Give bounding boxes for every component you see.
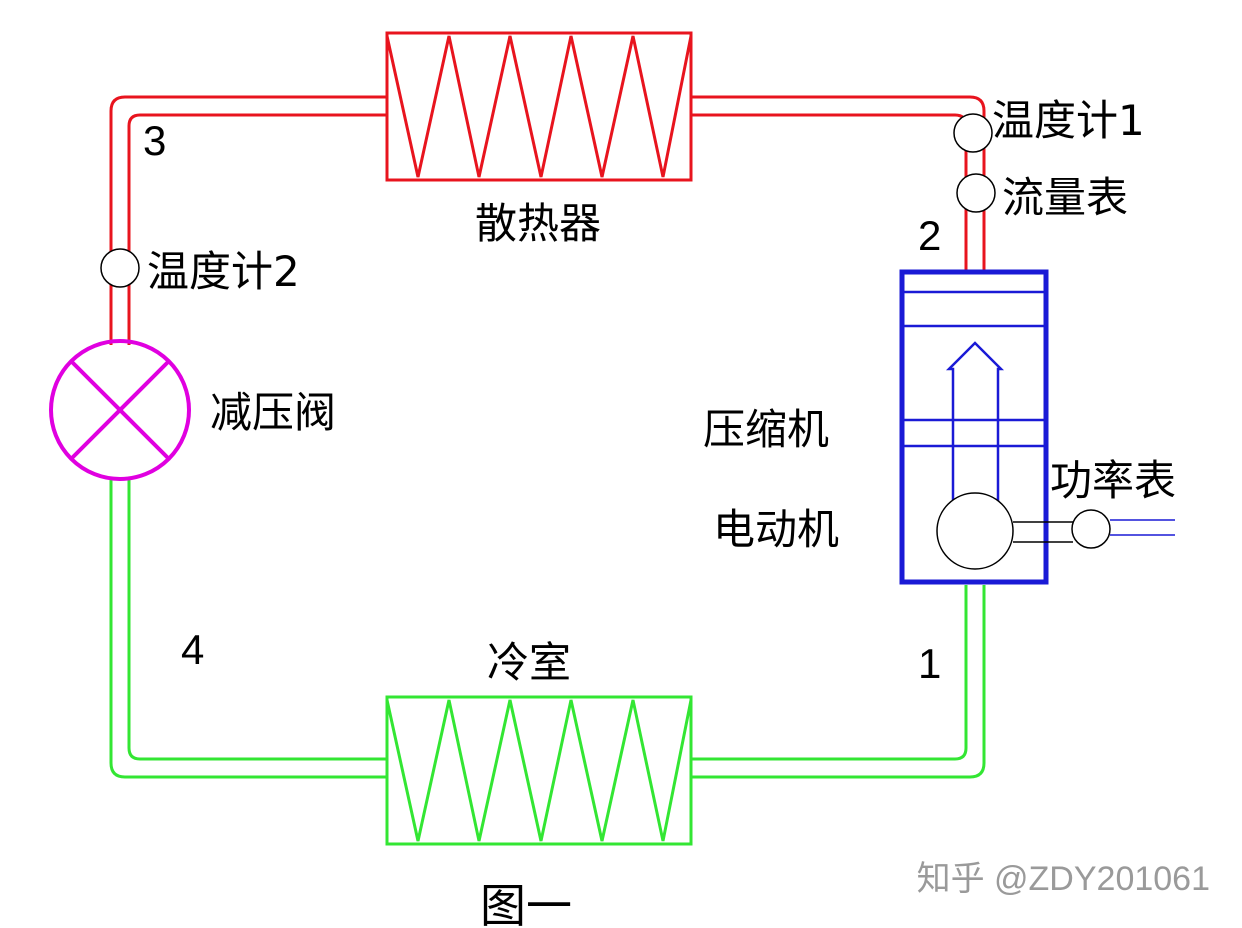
thermometer-2-gauge [100,248,140,288]
motor-label: 电动机 [713,505,839,554]
compressor-unit [899,269,1049,585]
motor [936,492,1014,570]
cold-room-label: 冷室 [487,638,571,687]
cold-pipe [109,480,986,779]
flowmeter-gauge [956,173,996,213]
thermometer-1-label: 温度计1 [992,96,1145,145]
thermometer-2-label: 温度计2 [147,247,300,296]
flowmeter-label: 流量表 [1002,173,1128,222]
watermark: 知乎 @ZDY201061 [917,860,1210,898]
cold-room [385,695,693,846]
thermometer-1-gauge [953,113,993,153]
power-meter-label: 功率表 [1050,456,1176,505]
power-meter [1013,509,1175,549]
radiator [385,31,693,182]
compressor-label: 压缩机 [703,405,829,454]
point-3-label: 3 [143,117,166,164]
point-2-label: 2 [918,212,941,259]
radiator-label: 散热器 [475,199,601,248]
valve-label: 减压阀 [210,388,336,437]
piston-arrow [945,341,1005,502]
point-4-label: 4 [181,626,204,673]
expansion-valve [49,339,191,481]
point-1-label: 1 [918,640,941,687]
figure-caption: 图一 [480,879,572,928]
